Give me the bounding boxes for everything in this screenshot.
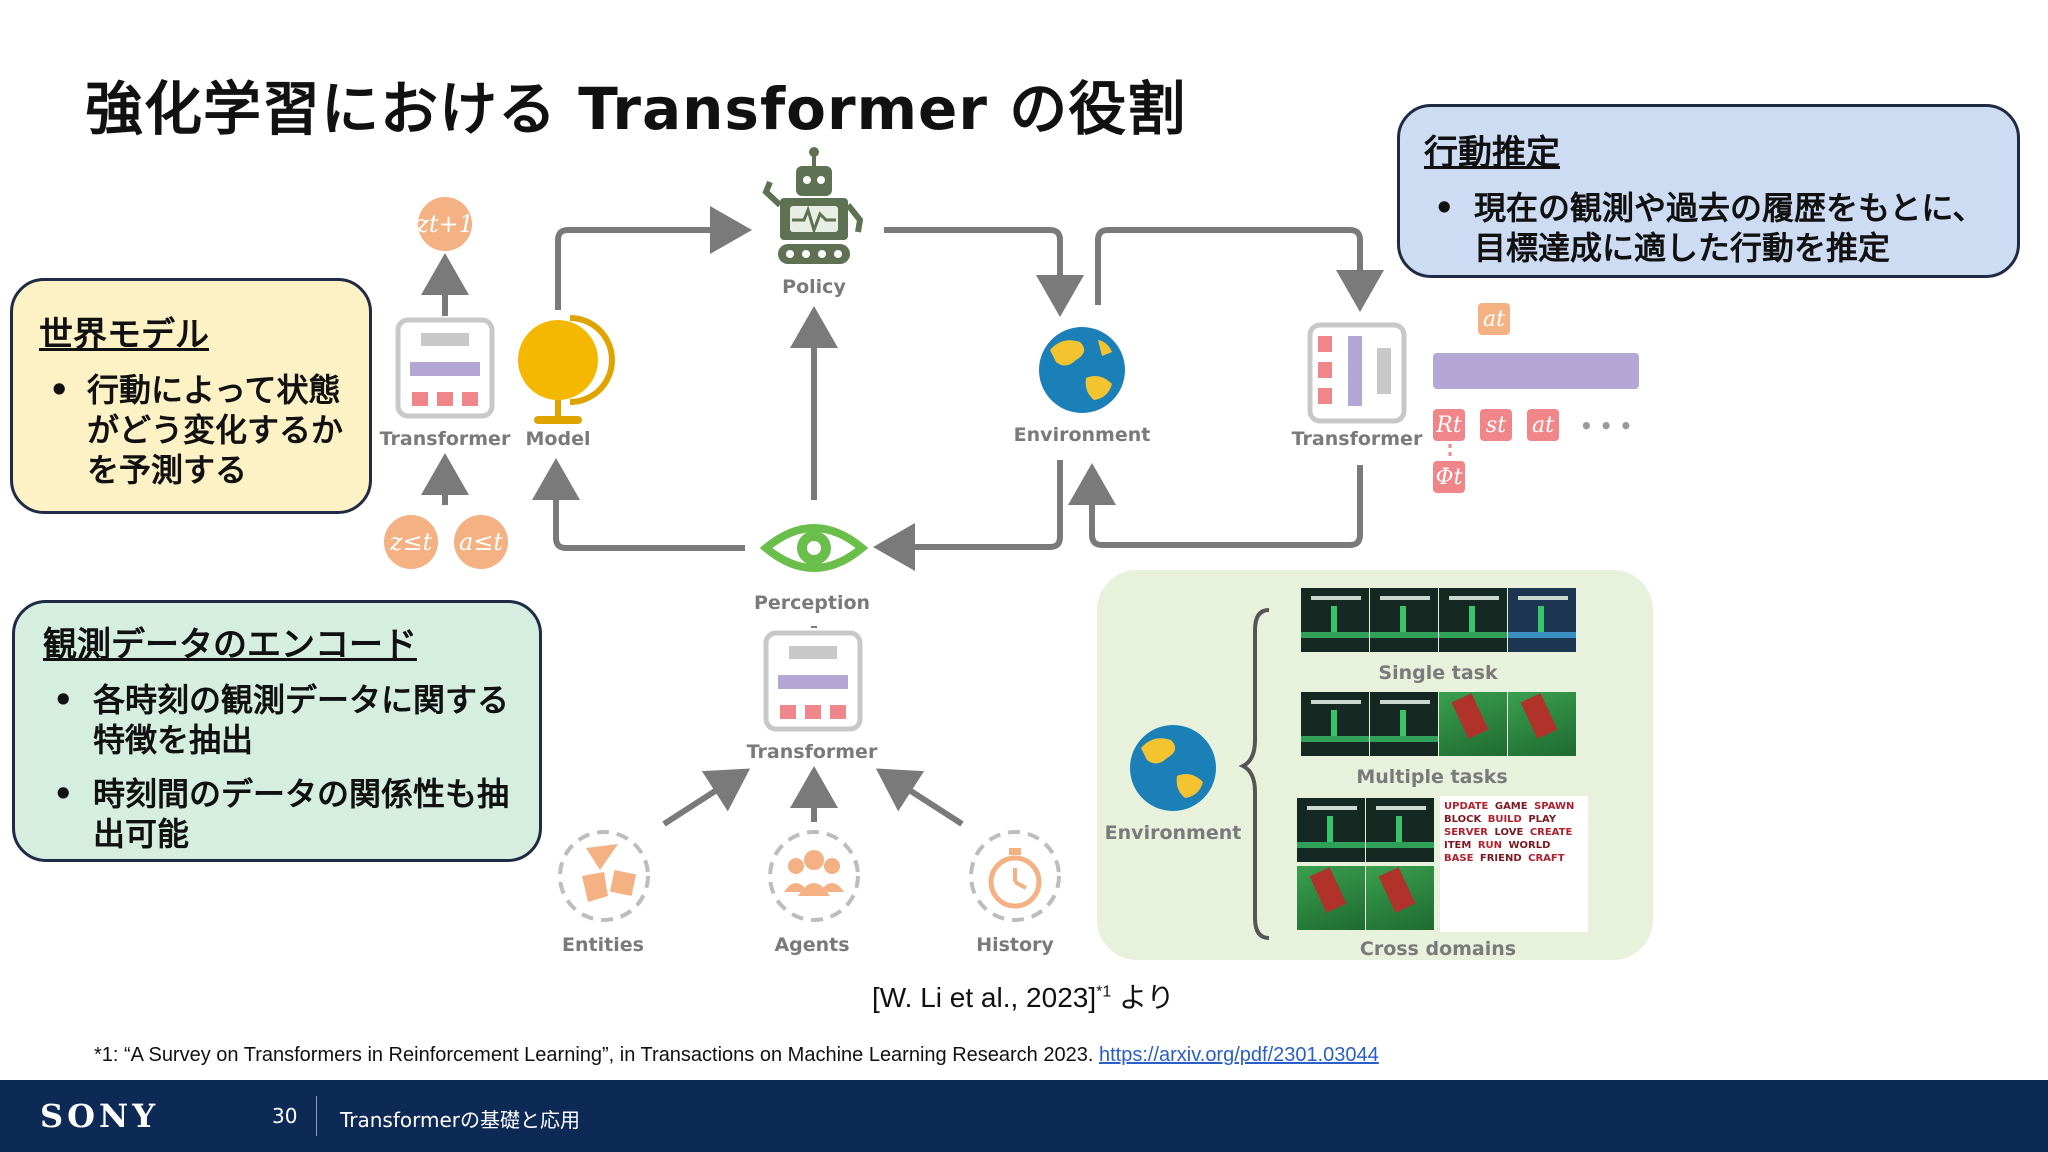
encode-heading: 観測データのエンコード: [43, 625, 417, 665]
game-screen: [1366, 798, 1434, 862]
citation: [W. Li et al., 2023]*1 より: [872, 982, 1175, 1013]
slide-title: 強化学習における Transformer の役割: [85, 75, 1187, 143]
arrow-env-to-perception: [873, 460, 1063, 571]
arrow-transformer-right-to-env: [1068, 463, 1363, 548]
transformer-left-label: Transformer: [379, 428, 511, 450]
action-heading: 行動推定: [1424, 133, 1560, 173]
footer-divider: [316, 1096, 317, 1136]
z-history-symbol: z≤t: [384, 515, 438, 569]
game-screen: [1370, 588, 1438, 652]
environment-top-label: Environment: [1013, 424, 1151, 446]
game-screen: [1301, 588, 1369, 652]
agents-label: Agents: [774, 934, 850, 956]
action-token-top: at: [1478, 303, 1510, 335]
perception-label: Perception: [753, 592, 871, 614]
robot-icon: [762, 147, 864, 264]
arrow-history-to-transformer: [875, 768, 964, 827]
encode-callout: 観測データのエンコード 各時刻の観測データに関する特徴を抽出 時刻間のデータの関…: [12, 600, 542, 862]
game-screen: [1439, 588, 1507, 652]
transformer-center-icon: [763, 630, 863, 732]
entities-label: Entities: [562, 934, 644, 956]
world-model-bullet: 行動によって状態がどう変化するかを予測する: [39, 370, 343, 490]
transformer-right-icon: [1307, 322, 1407, 424]
robot-arm-screen: [1439, 692, 1507, 756]
environment-panel-label: Environment: [1104, 822, 1242, 844]
transformer-center-label: Transformer: [746, 741, 878, 763]
phi-token: Φt: [1433, 461, 1465, 493]
token-embedding-bar: [1433, 353, 1639, 389]
encode-bullet: 時刻間のデータの関係性も抽出可能: [43, 774, 511, 854]
single-task-label: Single task: [1378, 662, 1498, 684]
cross-domains-label: Cross domains: [1359, 938, 1517, 960]
world-model-callout: 世界モデル 行動によって状態がどう変化するかを予測する: [10, 278, 372, 514]
stopwatch-history-icon: [969, 830, 1061, 922]
game-screen: [1301, 692, 1369, 756]
earth-panel-icon: [1130, 725, 1216, 811]
arrow-model-to-policy: [555, 206, 752, 310]
ellipsis: • • •: [1580, 414, 1633, 438]
eye-perception-icon: [759, 524, 869, 572]
history-label: History: [976, 934, 1054, 956]
earth-environment-icon: [1039, 327, 1125, 413]
sony-logo: SONY: [40, 1097, 160, 1135]
game-screen: [1370, 692, 1438, 756]
globe-model-icon: [518, 315, 615, 424]
action-bullet: 現在の観測や過去の履歴をもとに、目標達成に適した行動を推定: [1424, 188, 1993, 268]
encode-bullet: 各時刻の観測データに関する特徴を抽出: [43, 680, 511, 760]
transformer-left-icon: [395, 317, 495, 419]
game-screen: [1508, 588, 1576, 652]
page-number: 30: [272, 1104, 298, 1128]
robot-arm-screen: [1508, 692, 1576, 756]
footnote: *1: “A Survey on Transformers in Reinfor…: [94, 1044, 1379, 1066]
agents-icon: [768, 830, 860, 922]
return-token: Rt: [1433, 409, 1465, 441]
transformer-right-label: Transformer: [1291, 428, 1423, 450]
z-next-symbol: zt+1: [416, 197, 474, 251]
robot-arm-screen: [1366, 866, 1434, 930]
game-screen: [1297, 798, 1365, 862]
policy-label: Policy: [782, 276, 846, 298]
panel-drawing: [1130, 608, 1270, 940]
action-token: at: [1527, 409, 1559, 441]
deck-title: Transformerの基礎と応用: [340, 1108, 581, 1132]
arrow-perception-to-model: [532, 458, 745, 551]
word-cloud: UPDATE GAME SPAWN BLOCK BUILD PLAY SERVE…: [1440, 796, 1588, 932]
arrow-entities-to-transformer: [662, 768, 751, 827]
entities-icon: [558, 830, 650, 922]
robot-arm-screen: [1297, 866, 1365, 930]
footer-bar: [0, 1080, 2048, 1152]
arrow-env-to-transformer-right: [1095, 227, 1384, 312]
model-label: Model: [525, 428, 591, 450]
state-token: st: [1480, 409, 1512, 441]
arrow-policy-to-environment: [884, 227, 1084, 317]
world-model-heading: 世界モデル: [39, 315, 209, 355]
a-history-symbol: a≤t: [454, 515, 508, 569]
action-estimation-callout: 行動推定 現在の観測や過去の履歴をもとに、目標達成に適した行動を推定: [1397, 104, 2020, 278]
bracket: [1238, 608, 1270, 940]
multiple-tasks-label: Multiple tasks: [1356, 766, 1508, 788]
arxiv-link[interactable]: https://arxiv.org/pdf/2301.03044: [1098, 1044, 1379, 1066]
